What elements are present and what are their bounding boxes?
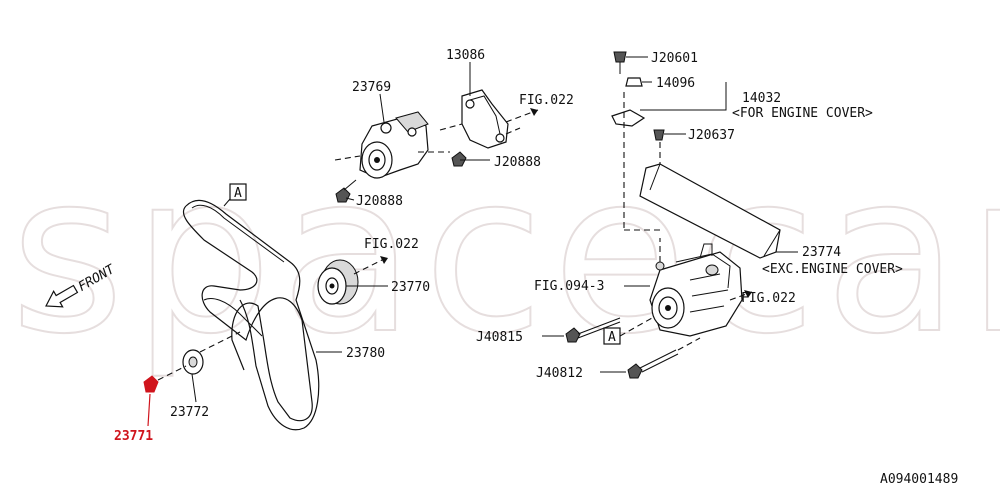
callout-fig022-mid: FIG.022 bbox=[364, 237, 419, 252]
washer-23772 bbox=[182, 331, 241, 375]
callout-fig094: FIG.094-3 bbox=[534, 279, 604, 294]
callout-14096: 14096 bbox=[656, 76, 695, 91]
alternator bbox=[624, 238, 753, 337]
callout-23772: 23772 bbox=[170, 405, 209, 420]
ref-marker-a-alternator-label: A bbox=[608, 330, 616, 345]
callout-23769: 23769 bbox=[352, 80, 391, 95]
callout-j20888-lower: J20888 bbox=[356, 194, 403, 209]
callout-14032-note: <FOR ENGINE COVER> bbox=[732, 106, 873, 121]
ref-marker-a-belt-label: A bbox=[234, 186, 242, 201]
ref-marker-a-alternator: A bbox=[603, 317, 653, 345]
bolt-j40812 bbox=[600, 337, 701, 379]
callout-23780: 23780 bbox=[346, 346, 385, 361]
bolt-j40815 bbox=[542, 317, 621, 343]
callout-23774: 23774 bbox=[802, 245, 841, 260]
front-arrow-icon bbox=[45, 284, 79, 308]
callout-j20601: J20601 bbox=[651, 51, 698, 66]
callout-23770: 23770 bbox=[391, 280, 430, 295]
leader-14032 bbox=[640, 82, 727, 111]
bolt-j20888-upper bbox=[451, 151, 490, 167]
bolt-23771 bbox=[143, 365, 187, 393]
fig022-top-arrow bbox=[505, 108, 539, 123]
callout-13086: 13086 bbox=[446, 48, 485, 63]
callout-j40815: J40815 bbox=[476, 330, 523, 345]
drive-belt-23780 bbox=[182, 199, 320, 431]
callout-fig022-right: FIG.022 bbox=[741, 291, 796, 306]
bolt-j20637 bbox=[653, 129, 686, 172]
bracket-14032 bbox=[611, 92, 660, 231]
idler-pulley-23770 bbox=[317, 256, 388, 305]
callout-j40812: J40812 bbox=[536, 366, 583, 381]
watermark-text: spacecar bbox=[10, 126, 1000, 382]
callout-14032: 14032 bbox=[742, 91, 781, 106]
callout-fig022-top: FIG.022 bbox=[519, 93, 574, 108]
grommet-14096 bbox=[625, 77, 652, 87]
ref-marker-a-belt: A bbox=[223, 183, 247, 207]
callout-j20637: J20637 bbox=[688, 128, 735, 143]
diagram-id: A094001489 bbox=[880, 472, 958, 487]
tensioner-assembly-23769 bbox=[334, 111, 450, 179]
callout-j20888-upper: J20888 bbox=[494, 155, 541, 170]
bracket-13086 bbox=[439, 89, 521, 149]
callout-23774-note: <EXC.ENGINE COVER> bbox=[762, 262, 903, 277]
callout-23771: 23771 bbox=[114, 429, 153, 444]
clip-j20601 bbox=[613, 51, 648, 74]
cover-23774 bbox=[639, 163, 798, 259]
